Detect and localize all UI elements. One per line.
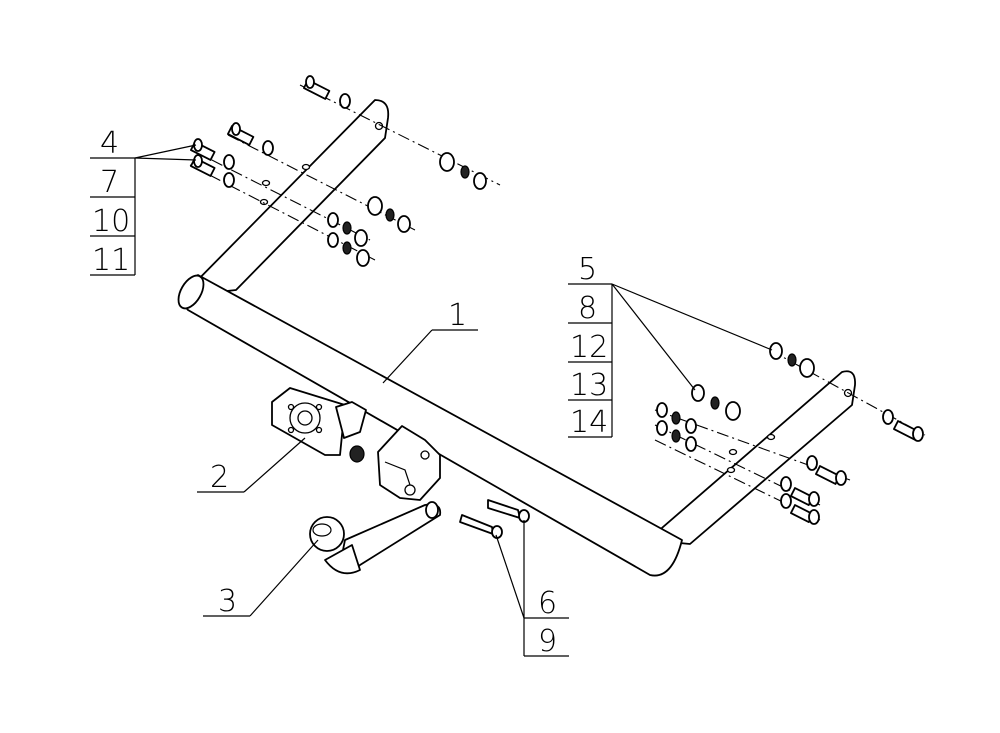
callout-leaders: [90, 144, 773, 657]
callout-8: 8: [578, 291, 597, 326]
callout-labels: 4 7 10 11 5 8 12 13 14 1 2 3 6 9: [92, 126, 608, 659]
bolt-set-6: [459, 499, 530, 539]
socket-plate: [271, 387, 367, 463]
callout-12: 12: [570, 330, 608, 365]
callout-1: 1: [448, 298, 467, 333]
assembly-axes: [189, 84, 926, 521]
fasteners-right: [656, 342, 924, 525]
callout-9: 9: [538, 624, 557, 659]
callout-14: 14: [570, 405, 608, 440]
callout-2: 2: [210, 460, 229, 495]
crossbar-tube: [177, 274, 683, 577]
fasteners-left: [190, 75, 487, 267]
callout-10: 10: [92, 204, 130, 239]
left-bracket: [181, 99, 390, 297]
ball-mount-bracket: [377, 425, 441, 501]
callout-5: 5: [578, 252, 597, 287]
right-bracket: [647, 370, 856, 545]
callout-7: 7: [100, 165, 119, 200]
callout-3: 3: [218, 584, 237, 619]
callout-6: 6: [538, 586, 557, 621]
callout-13: 13: [570, 368, 608, 403]
callout-11: 11: [92, 243, 130, 278]
callout-4: 4: [100, 126, 119, 161]
tow-ball: [309, 501, 442, 575]
